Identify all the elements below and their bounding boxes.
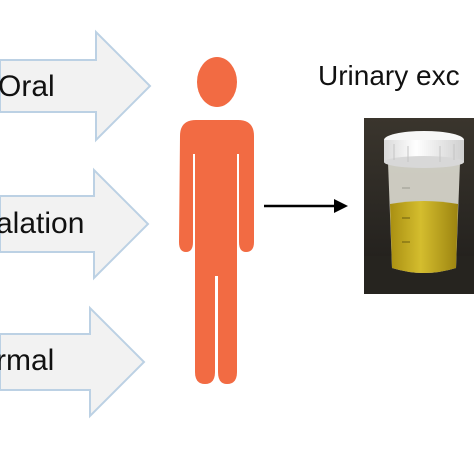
route-label-oral: Oral: [0, 70, 55, 103]
right-arrow-icon: [0, 305, 146, 419]
person-icon: [166, 54, 266, 394]
excretion-arrow: [262, 196, 352, 216]
route-label-inhalation: alation: [0, 207, 85, 240]
route-label-dermal: rmal: [0, 344, 55, 377]
route-arrow-inhalation: [0, 166, 170, 286]
urine-sample-cup-photo: [364, 118, 474, 294]
excretion-caption: Urinary exc: [318, 60, 460, 91]
route-arrow-dermal: [0, 304, 170, 424]
right-arrow-icon: [0, 167, 150, 281]
right-arrow-icon: [264, 199, 348, 213]
right-arrow-icon: [0, 29, 152, 143]
route-arrow-oral: [0, 28, 170, 148]
